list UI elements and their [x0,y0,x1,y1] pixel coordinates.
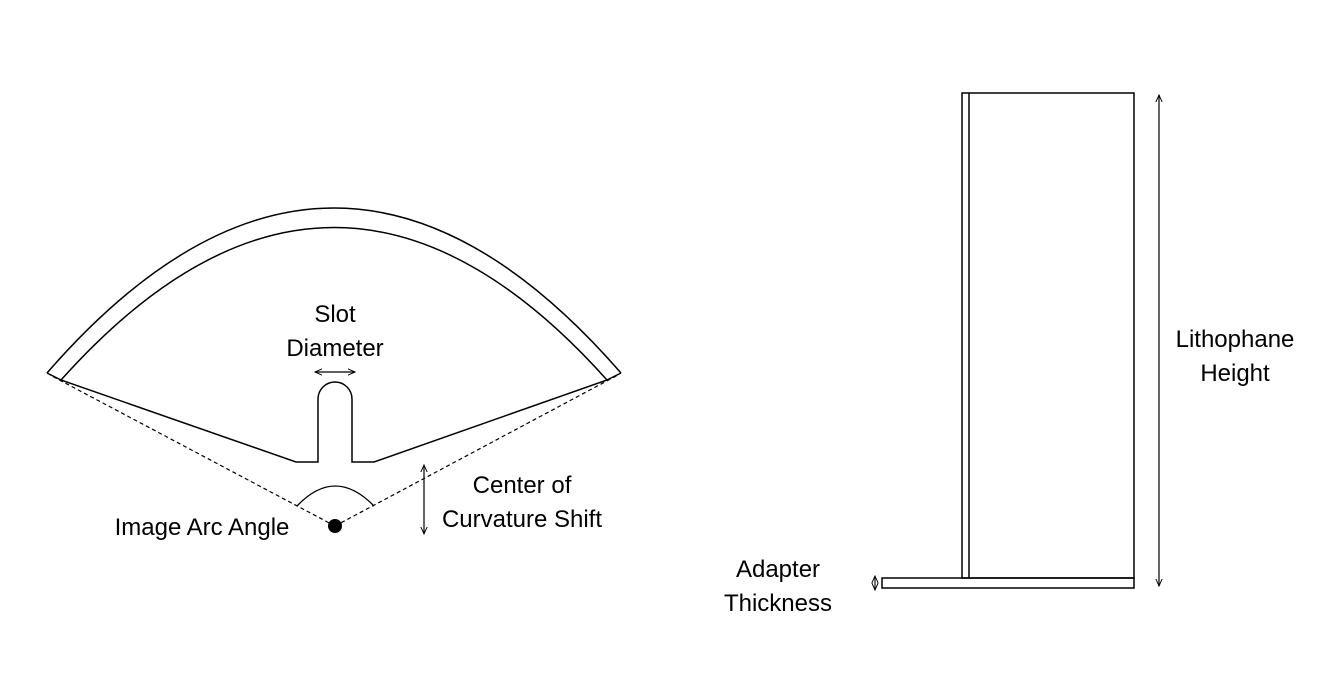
center-of-curvature-shift-label-line1: Center of [472,472,572,499]
lithophane-height-label-line1: Lithophane [1175,326,1295,353]
adapter-thickness-label-line2: Thickness [723,590,833,617]
side-view [875,92,1159,590]
image-arc-angle-label: Image Arc Angle [114,514,290,541]
slot-diameter-label-line2: Diameter [286,335,384,362]
arc-angle-ray-left [49,374,336,527]
lithophane-panel [961,92,1135,579]
adapter-plate [881,577,1135,589]
base-outline-with-slot [60,379,608,463]
arc-angle-indicator [296,485,375,507]
center-of-curvature-shift-label: Center of Curvature Shift [422,469,622,537]
outer-arc [46,207,622,374]
center-of-curvature-point [328,519,342,533]
top-view [46,207,622,534]
arc-angle-ray-right [334,374,619,527]
inner-arc [60,226,608,381]
adapter-thickness-label: Adapter Thickness [705,553,851,621]
adapter-thickness-label-line1: Adapter [735,556,821,583]
center-of-curvature-shift-label-line2: Curvature Shift [441,506,603,533]
slot-diameter-label: Slot Diameter [255,298,415,366]
slot-diameter-label-line1: Slot [314,301,356,328]
lithophane-height-label: Lithophane Height [1160,323,1310,391]
lithophane-height-label-line2: Height [1200,360,1270,387]
